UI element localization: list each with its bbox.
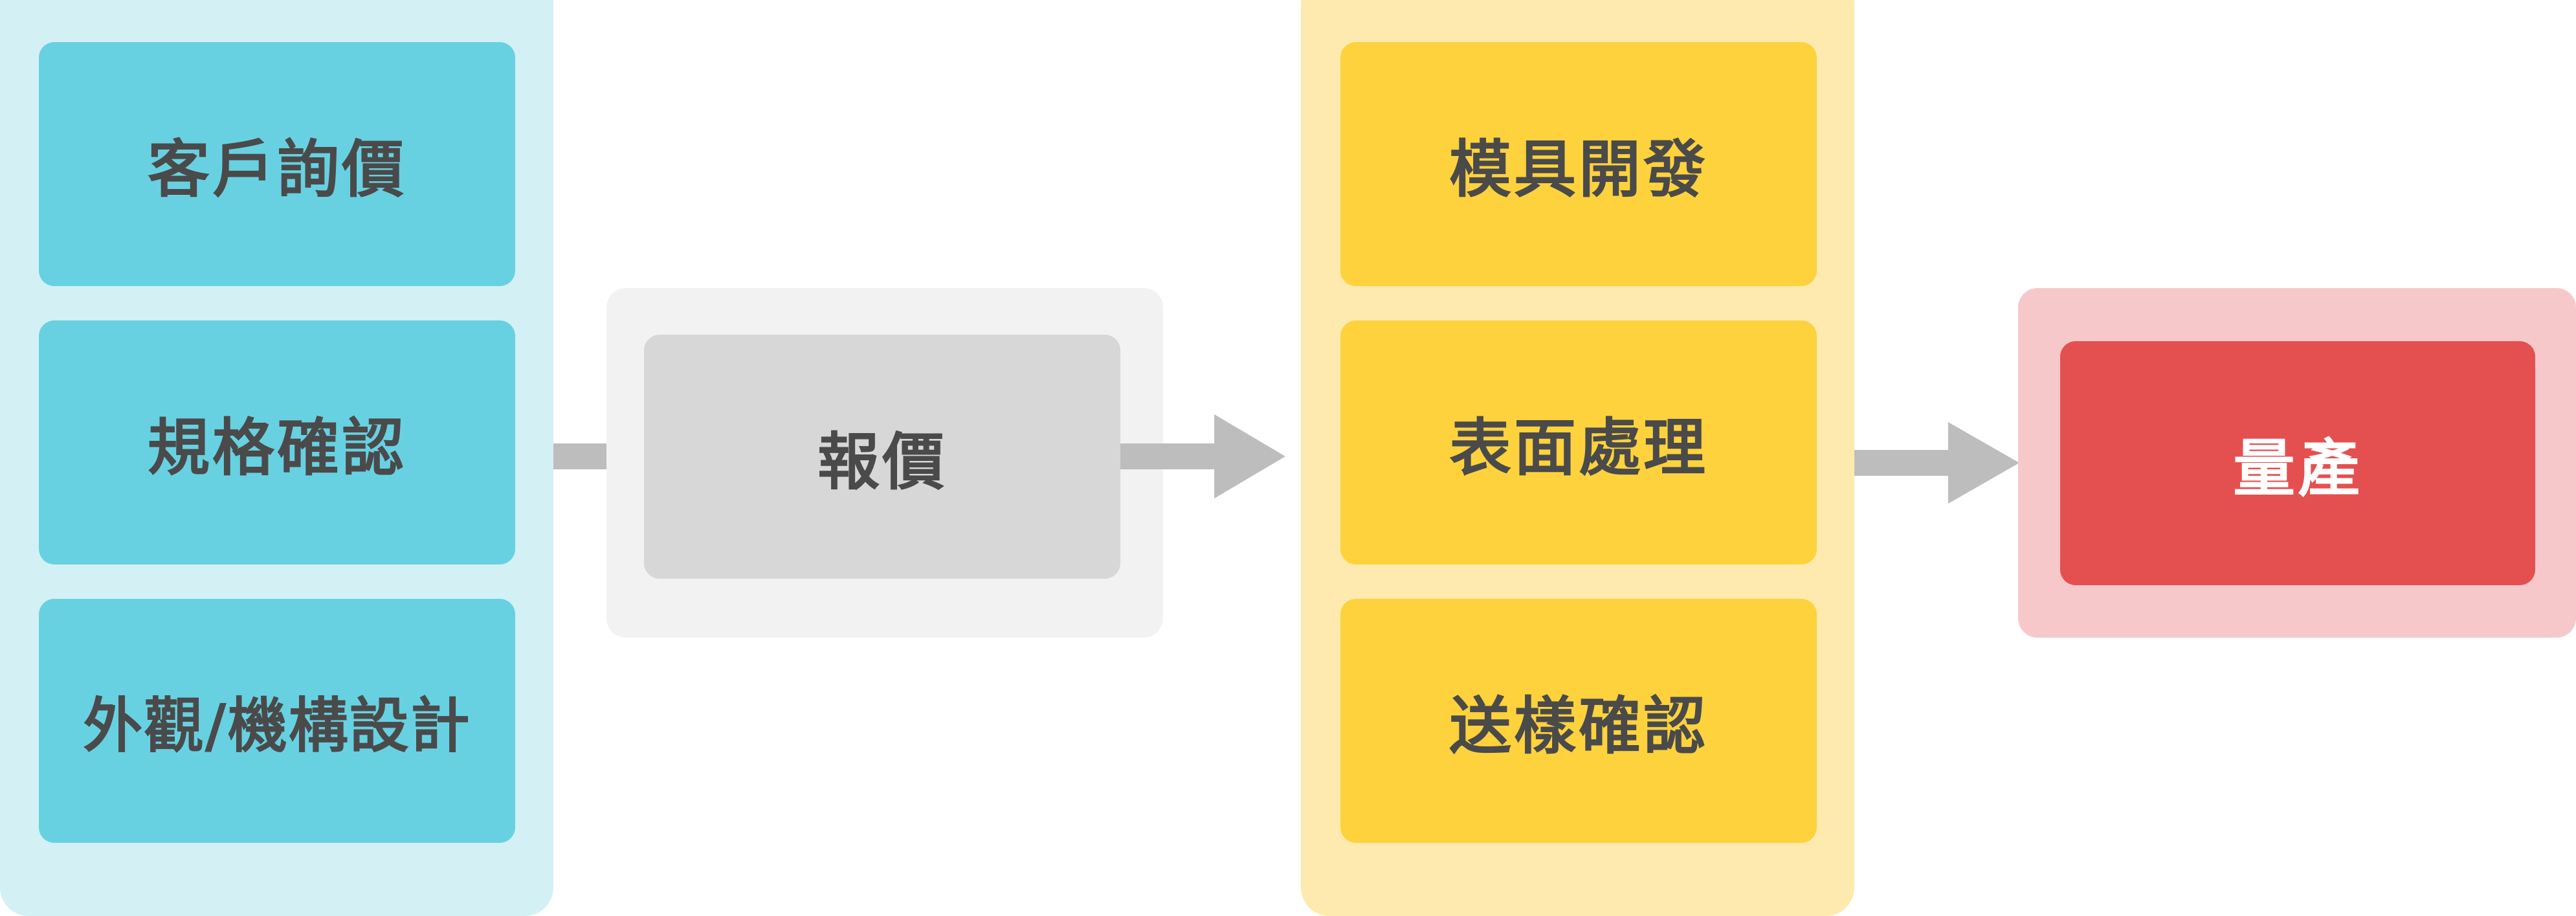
step-label: 表面處理	[1449, 412, 1708, 484]
step-spec-confirmation: 規格確認	[39, 320, 515, 564]
step-label: 送樣確認	[1449, 690, 1708, 763]
step-label: 客戶詢價	[148, 133, 406, 206]
step-customer-inquiry: 客戶詢價	[39, 42, 515, 286]
step-appearance-mechanism-design: 外觀/機構設計	[39, 599, 515, 843]
arrow-right-icon	[1120, 414, 1285, 498]
step-label: 規格確認	[148, 412, 406, 484]
step-label: 量產	[2233, 432, 2362, 505]
step-sample-confirmation: 送樣確認	[1340, 599, 1817, 843]
arrow-right-icon	[1854, 422, 2019, 504]
step-quotation: 報價	[644, 335, 1120, 579]
step-surface-treatment: 表面處理	[1340, 320, 1817, 564]
step-label: 外觀/機構設計	[83, 691, 471, 761]
step-mass-production: 量產	[2060, 341, 2535, 585]
step-label: 模具開發	[1449, 133, 1708, 206]
step-label: 報價	[817, 426, 947, 498]
step-mold-development: 模具開發	[1340, 42, 1817, 286]
